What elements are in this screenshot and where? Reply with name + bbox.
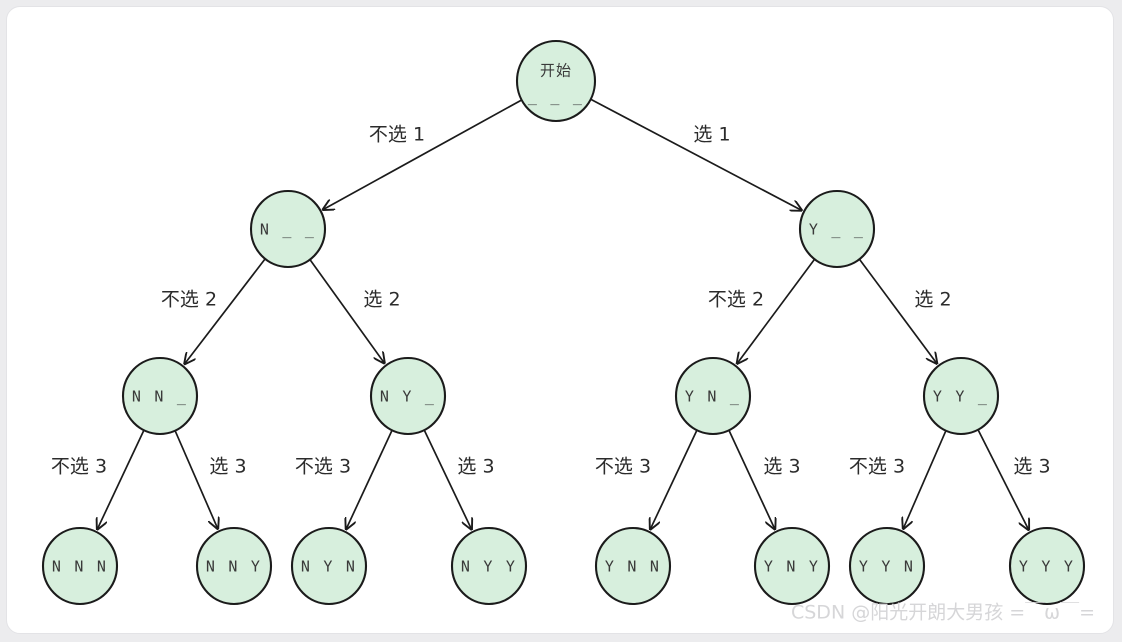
node-label: Y Y _ <box>933 388 989 406</box>
node-label: Y Y N <box>859 558 915 576</box>
node-shape <box>450 526 528 606</box>
diagram-card: 不选 1 选 1 不选 2 选 2 不选 2 选 2 不选 3 选 3 不选 3 选 3 不选 3 选… <box>6 6 1114 634</box>
edge-labels-layer: 不选 1 选 1 不选 2 选 2 不选 2 选 2 不选 3 选 3 不选 3 选 3 不选 3 选… <box>51 124 1051 478</box>
node-shape <box>798 189 876 269</box>
tree-edge-nn-nnn <box>97 429 145 529</box>
node-label: N N Y <box>206 558 262 576</box>
tree-node-ynn[interactable]: Y N N <box>594 526 672 606</box>
node-shape <box>41 526 119 606</box>
edge-label-ny-nyy: 选 3 <box>457 456 494 478</box>
node-label: N N N <box>52 558 108 576</box>
tree-node-yy[interactable]: Y Y _ <box>922 356 1000 436</box>
edge-label-yy-yyy: 选 3 <box>1013 456 1050 478</box>
node-label: N N _ <box>132 388 188 406</box>
tree-edge-yn-ynn <box>650 429 698 529</box>
node-shape <box>753 526 831 606</box>
tree-edge-yy-yyy <box>977 429 1029 530</box>
node-label: N Y _ <box>380 388 436 406</box>
edge-label-yy-yyn: 不选 3 <box>849 456 905 478</box>
edge-label-nn-nny: 选 3 <box>209 456 246 478</box>
node-label: Y N Y <box>764 558 820 576</box>
tree-node-yn[interactable]: Y N _ <box>674 356 752 436</box>
tree-edge-yy-yyn <box>903 430 947 529</box>
node-label-line2: _ _ _ <box>528 88 584 106</box>
tree-node-ny[interactable]: N Y _ <box>369 356 447 436</box>
node-label: Y _ _ <box>809 221 865 239</box>
node-shape <box>515 39 597 123</box>
node-shape <box>922 356 1000 436</box>
decision-tree-diagram: 不选 1 选 1 不选 2 选 2 不选 2 选 2 不选 3 选 3 不选 3 选 3 不选 3 选… <box>41 39 1095 624</box>
edge-label-n-nn: 不选 2 <box>161 289 217 311</box>
tree-edge-root-y <box>590 98 802 210</box>
edge-label-yn-yny: 选 3 <box>763 456 800 478</box>
tree-edge-y-yn <box>737 258 816 363</box>
node-label-line1: 开始 <box>540 62 572 80</box>
node-shape <box>290 526 368 606</box>
tree-edge-yn-yny <box>728 429 775 529</box>
tree-node-nnn[interactable]: N N N <box>41 526 119 606</box>
tree-node-nyy[interactable]: N Y Y <box>450 526 528 606</box>
tree-node-yny[interactable]: Y N Y <box>753 526 831 606</box>
tree-node-nyn[interactable]: N Y N <box>290 526 368 606</box>
node-label: Y N _ <box>685 388 741 406</box>
tree-edge-ny-nyy <box>423 429 471 529</box>
tree-node-yyy[interactable]: Y Y Y <box>1008 526 1086 606</box>
edge-label-y-yn: 不选 2 <box>708 289 764 311</box>
edge-label-y-yy: 选 2 <box>914 289 951 311</box>
node-label: N Y N <box>301 558 357 576</box>
tree-edge-y-yy <box>858 258 936 363</box>
node-label: N Y Y <box>461 558 517 576</box>
node-shape <box>1008 526 1086 606</box>
edges-layer <box>97 98 1029 530</box>
csdn-watermark: CSDN @阳光开朗大男孩 =￣ω￣= <box>791 602 1095 624</box>
tree-node-yyn[interactable]: Y Y N <box>848 526 926 606</box>
node-shape <box>249 189 327 269</box>
node-label: Y Y Y <box>1019 558 1075 576</box>
node-shape <box>848 526 926 606</box>
node-shape <box>674 356 752 436</box>
node-shape <box>121 356 199 436</box>
tree-edge-nn-nny <box>174 430 218 529</box>
edge-label-root-y: 选 1 <box>693 124 730 146</box>
edge-label-yn-ynn: 不选 3 <box>595 456 651 478</box>
node-shape <box>594 526 672 606</box>
node-label: Y N N <box>605 558 661 576</box>
tree-node-n[interactable]: N _ _ <box>249 189 327 269</box>
node-shape <box>369 356 447 436</box>
edge-label-ny-nyn: 不选 3 <box>295 456 351 478</box>
tree-edge-n-ny <box>309 259 384 363</box>
edge-label-root-n: 不选 1 <box>369 124 425 146</box>
tree-node-nny[interactable]: N N Y <box>195 526 273 606</box>
tree-node-root[interactable]: 开始 _ _ _ <box>515 39 597 123</box>
tree-node-y[interactable]: Y _ _ <box>798 189 876 269</box>
tree-edge-n-nn <box>185 258 266 364</box>
node-shape <box>195 526 273 606</box>
edge-label-nn-nnn: 不选 3 <box>51 456 107 478</box>
nodes-layer: 开始 _ _ _ N _ _ Y _ _ N N _ N Y _ Y N _ Y Y _ N N… <box>41 39 1086 606</box>
tree-node-nn[interactable]: N N _ <box>121 356 199 436</box>
node-label: N _ _ <box>260 221 316 239</box>
tree-edge-ny-nyn <box>346 429 393 529</box>
edge-label-n-ny: 选 2 <box>363 289 400 311</box>
tree-edge-root-n <box>323 99 523 210</box>
